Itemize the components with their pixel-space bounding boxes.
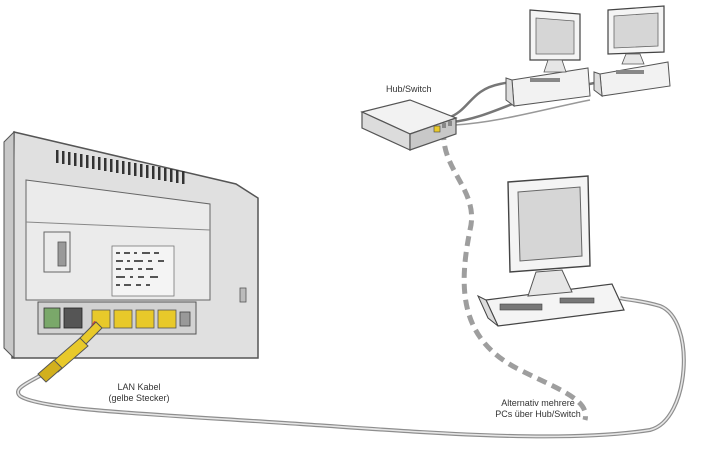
pc-1 [505,9,591,108]
pc-3 [476,175,625,327]
router-side [3,130,15,360]
alternative-label-line2: PCs über Hub/Switch [495,409,581,419]
alternative-label-line1: Alternativ mehrere [501,398,575,408]
lan-plug [37,321,103,383]
router-type-label [111,245,175,297]
lan-cable-label-line2: (gelbe Stecker) [108,393,170,403]
lan-cable-label: LAN Kabel (gelbe Stecker) [96,382,182,404]
pc-3-drive [499,303,543,311]
router-vents [56,150,185,184]
cables [16,76,686,439]
alternative-cable [441,129,588,421]
router-label-slot [43,231,71,273]
lan-port-4 [157,309,177,329]
power-port [43,307,61,329]
hub-switch [360,99,458,151]
pc-2 [593,5,671,98]
dsl-port [63,307,83,329]
lan-cable-label-line1: LAN Kabel [117,382,161,392]
router [3,130,259,360]
hub-switch-label: Hub/Switch [386,84,432,94]
alternative-label: Alternativ mehrere PCs über Hub/Switch [478,398,598,420]
lan-port-2 [113,309,133,329]
hub-port-uplink [433,125,441,133]
lan-port-3 [135,309,155,329]
